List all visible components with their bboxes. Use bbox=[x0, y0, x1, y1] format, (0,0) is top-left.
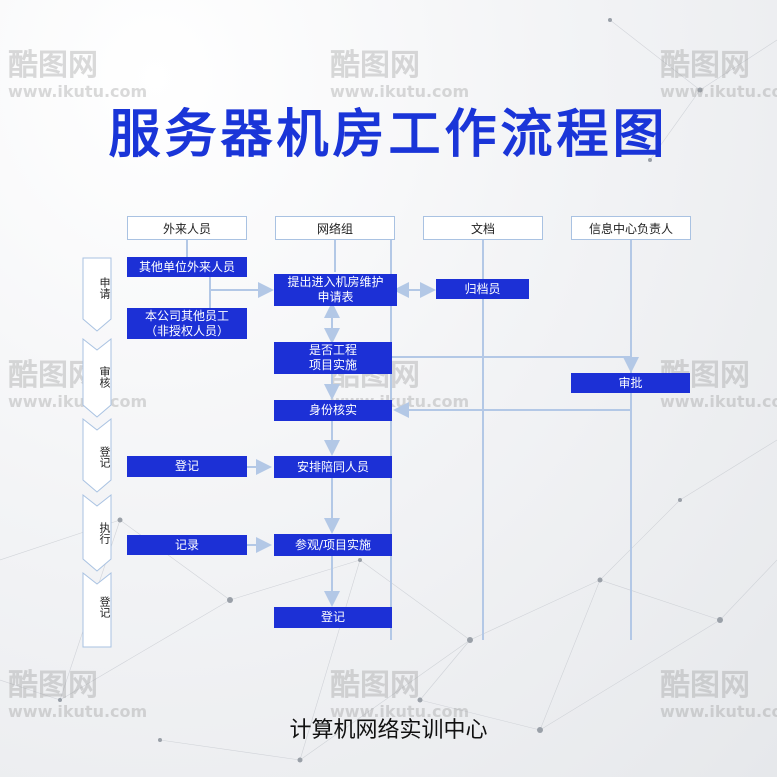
box-submit-maintenance-form: 提出进入机房维护 申请表 bbox=[274, 274, 397, 306]
box-record: 记录 bbox=[127, 535, 247, 555]
stage-register: 登记 bbox=[82, 418, 112, 493]
page-title: 服务器机房工作流程图 bbox=[108, 105, 669, 165]
column-header-it-manager: 信息中心负责人 bbox=[571, 216, 691, 240]
footer-org-name: 计算机网络实训中心 bbox=[289, 718, 488, 743]
box-identity-check: 身份核实 bbox=[274, 400, 392, 421]
box-company-staff: 本公司其他员工 （非授权人员） bbox=[127, 308, 247, 339]
box-register-final: 登记 bbox=[274, 607, 392, 628]
column-header-visitors: 外来人员 bbox=[127, 216, 247, 240]
box-visit-project: 参观/项目实施 bbox=[274, 534, 392, 556]
stage-apply: 申请 bbox=[82, 257, 112, 332]
stage-register-final: 登记 bbox=[82, 572, 112, 648]
box-approve: 审批 bbox=[571, 373, 690, 393]
stage-execute: 执行 bbox=[82, 494, 112, 572]
column-header-documents: 文档 bbox=[423, 216, 543, 240]
column-header-network-group: 网络组 bbox=[275, 216, 395, 240]
box-register-visitor: 登记 bbox=[127, 456, 247, 477]
box-archivist: 归档员 bbox=[436, 279, 529, 299]
box-is-project: 是否工程 项目实施 bbox=[274, 342, 392, 374]
box-other-unit-visitors: 其他单位外来人员 bbox=[127, 257, 247, 277]
box-arrange-escort: 安排陪同人员 bbox=[274, 456, 392, 478]
stage-review: 审核 bbox=[82, 338, 112, 418]
